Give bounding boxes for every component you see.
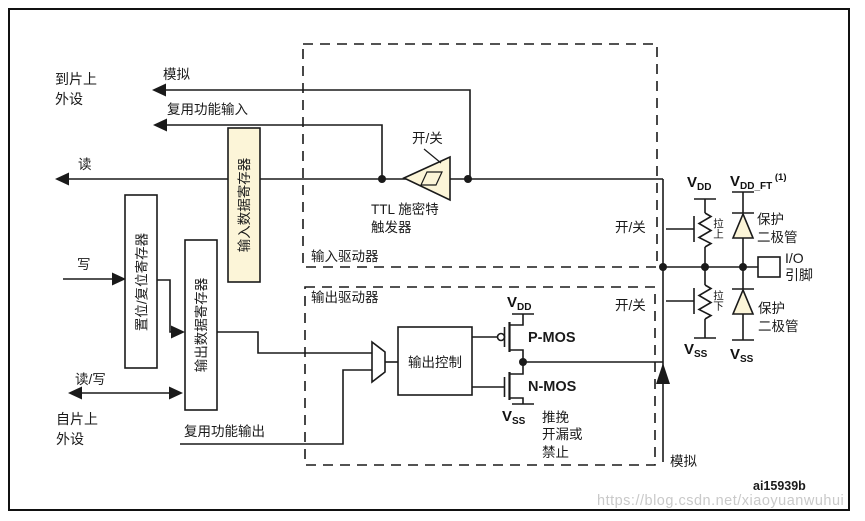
output-driver-dashed-box [304,286,656,466]
output-control-box [397,326,473,396]
output-mode-note: 推挽 开漏或 禁止 [542,410,583,460]
set-reset-to-output-reg-wire [157,279,185,339]
pull-up-resistor [666,198,716,267]
output-data-reg-wire [217,331,372,354]
io-pin-label: I/O 引脚 [785,250,813,283]
vdd-pullup-label: VDD [687,174,712,193]
pull-down-resistor [666,267,716,339]
analog-input-wire [152,83,471,179]
schmitt-onoff-label: 开/关 [412,131,443,146]
nmos-label: N-MOS [528,379,577,395]
figure-id: ai15939b [753,479,806,493]
mux-symbol [371,340,398,384]
schmitt-trigger-symbol [402,148,451,202]
read-wire [55,172,663,186]
vddft-label: VDD_FT (1) [730,172,787,192]
schmitt-trigger-label-line1: TTL 施密特 [371,202,439,217]
junction-dots [378,175,747,366]
protection-diode-top [731,191,755,267]
bit-set-reset-register-label: 置位/复位寄存器 [134,232,149,331]
input-driver-dashed-box [302,43,658,268]
protection-diode-top-label: 保护 二极管 [757,212,798,245]
output-data-register-box [184,239,218,411]
alt-function-input-label: 复用功能输入 [167,102,248,117]
read-write-arrow [68,386,183,400]
pmos-transistor [472,313,534,362]
vss-diode-label: VSS [730,346,754,365]
pull-up-label: 拉上 [712,218,725,239]
write-label: 写 [77,257,91,272]
to-onchip-peripheral-label: 到片上 外设 [55,71,97,107]
pull-down-label: 拉下 [712,290,725,311]
protection-diode-bottom-label: 保护 二极管 [758,301,799,334]
read-write-label: 读/写 [75,372,106,387]
output-control-label: 输出控制 [408,355,462,370]
protection-diode-bottom [731,267,755,341]
alt-function-output-label: 复用功能输出 [184,424,265,439]
vss-pulldown-label: VSS [684,341,708,360]
io-pad [663,256,781,278]
pullup-onoff-label: 开/关 [615,220,646,235]
from-onchip-peripheral-label: 自片上 外设 [56,411,98,447]
read-label: 读 [78,157,92,172]
alt-function-input-wire [153,118,383,179]
driver-output-wire [523,361,670,384]
input-data-register-label: 输入数据寄存器 [237,157,252,253]
pmos-label: P-MOS [528,330,576,346]
output-driver-title: 输出驱动器 [311,290,379,305]
schmitt-trigger-label-line2: 触发器 [371,220,412,235]
output-data-register-label: 输出数据寄存器 [194,277,209,373]
pulldown-onoff-label: 开/关 [615,298,646,313]
analog-top-label: 模拟 [163,67,190,82]
write-arrow [63,272,126,286]
input-data-register-box [227,127,261,283]
bit-set-reset-register-box [124,194,158,369]
nmos-transistor [472,362,534,405]
watermark: https://blog.csdn.net/xiaoyuanwuhui [597,493,845,509]
input-driver-title: 输入驱动器 [311,249,379,264]
vdd-pmos-label: VDD [507,294,532,313]
alt-function-output-wire [180,369,372,445]
analog-bottom-label: 模拟 [670,454,697,469]
vss-nmos-label: VSS [502,408,526,427]
